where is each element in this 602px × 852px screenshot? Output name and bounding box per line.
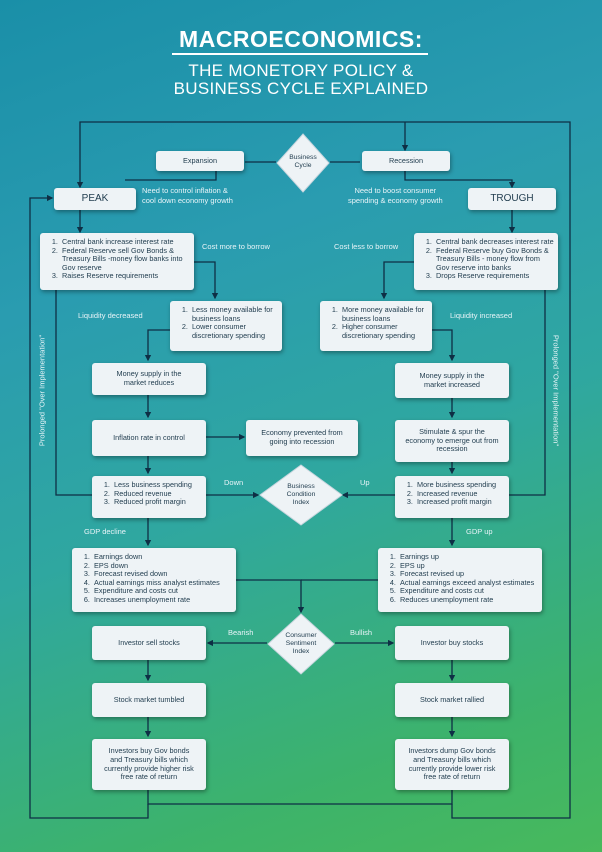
more-money-box: More money available for business loansH… <box>320 301 432 351</box>
more-spending-box: More business spendingIncreased revenueI… <box>395 476 509 518</box>
bearish-label: Bearish <box>228 628 254 637</box>
right-money-supply-box: Money supply in the market increased <box>395 363 509 398</box>
up-label: Up <box>360 478 370 487</box>
prolonged-right-label: Prolonged "Over Implementation" <box>551 334 561 447</box>
prolonged-left-label: Prolonged "Over Implementation" <box>37 334 47 447</box>
less-spending-box: Less business spendingReduced revenueRed… <box>92 476 206 518</box>
title-underline <box>172 53 428 55</box>
down-label: Down <box>224 478 244 487</box>
gdp-up-label: GDP up <box>466 527 493 536</box>
bullish-label: Bullish <box>350 628 373 637</box>
business-cycle-diamond <box>276 133 330 193</box>
cost-more-label: Cost more to borrow <box>202 242 270 251</box>
buy-bonds-box: Investors buy Gov bonds and Treasury bil… <box>92 739 206 790</box>
right-central-bank-box: Central bank decreases interest rateFede… <box>414 233 558 290</box>
investor-sell-box: Investor sell stocks <box>92 626 206 660</box>
prevented-box: Economy prevented from going into recess… <box>246 420 358 456</box>
left-need-label: Need to control inflation &cool down eco… <box>142 186 233 205</box>
earnings-down-box: Earnings downEPS downForecast revised do… <box>72 548 236 612</box>
consumer-sentiment-diamond <box>267 613 335 675</box>
dump-bonds-box: Investors dump Gov bonds and Treasury bi… <box>395 739 509 790</box>
page-title: MACROECONOMICS: <box>179 26 423 52</box>
page-subtitle: THE MONETORY POLICY & BUSINESS CYCLE EXP… <box>173 61 429 98</box>
stimulate-box: Stimulate & spur the economy to emerge o… <box>395 420 509 462</box>
market-tumbled-box: Stock market tumbled <box>92 683 206 717</box>
peak-box: PEAK <box>54 188 136 210</box>
liquidity-decreased-label: Liquidity decreased <box>78 311 143 320</box>
inflation-box: Inflation rate in control <box>92 420 206 456</box>
investor-buy-box: Investor buy stocks <box>395 626 509 660</box>
expansion-box: Expansion <box>156 151 244 171</box>
less-money-box: Less money available for business loansL… <box>170 301 282 351</box>
left-central-bank-box: Central bank increase interest rateFeder… <box>40 233 194 290</box>
trough-box: TROUGH <box>468 188 556 210</box>
gdp-decline-label: GDP decline <box>84 527 126 536</box>
market-rallied-box: Stock market rallied <box>395 683 509 717</box>
recession-box: Recession <box>362 151 450 171</box>
earnings-up-box: Earnings upEPS upForecast revised upActu… <box>378 548 542 612</box>
liquidity-increased-label: Liquidity increased <box>450 311 513 320</box>
left-money-supply-box: Money supply in the market reduces <box>92 363 206 395</box>
cost-less-label: Cost less to borrow <box>334 242 399 251</box>
business-condition-diamond <box>259 464 343 526</box>
